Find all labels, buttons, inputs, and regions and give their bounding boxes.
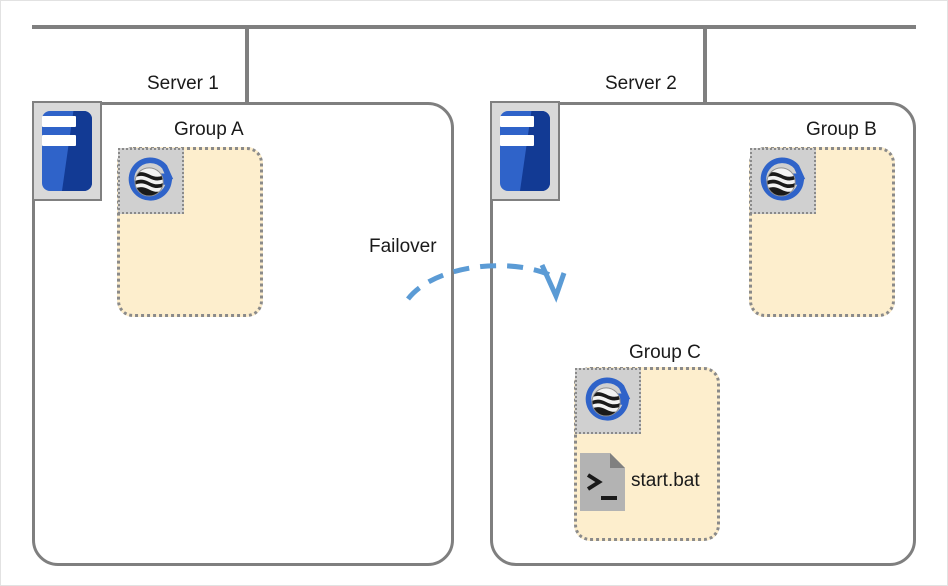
globe-resource-icon (575, 368, 641, 434)
server-label-1: Server 1 (147, 73, 219, 94)
failover-label: Failover (369, 236, 437, 257)
server-machine-icon-2 (490, 101, 560, 201)
network-bus-drop-line-server-1 (245, 25, 249, 103)
globe-resource-icon (750, 148, 816, 214)
server-bay-slot (42, 116, 76, 127)
server-bay-slot (500, 116, 534, 127)
group-label-a: Group A (174, 119, 244, 140)
group-label-c: Group C (629, 342, 701, 363)
globe-resource-icon (118, 148, 184, 214)
server-machine-icon-1 (32, 101, 102, 201)
group-box-b (749, 147, 895, 317)
server-bay-slot (500, 135, 534, 146)
server-label-2: Server 2 (605, 73, 677, 94)
bat-file-label: start.bat (631, 470, 700, 491)
server-bay-slot (42, 135, 76, 146)
bat-file-icon (580, 453, 625, 511)
network-bus-drop-line-server-2 (703, 25, 707, 103)
group-label-b: Group B (806, 119, 877, 140)
network-bus-horizontal-line (32, 25, 916, 29)
